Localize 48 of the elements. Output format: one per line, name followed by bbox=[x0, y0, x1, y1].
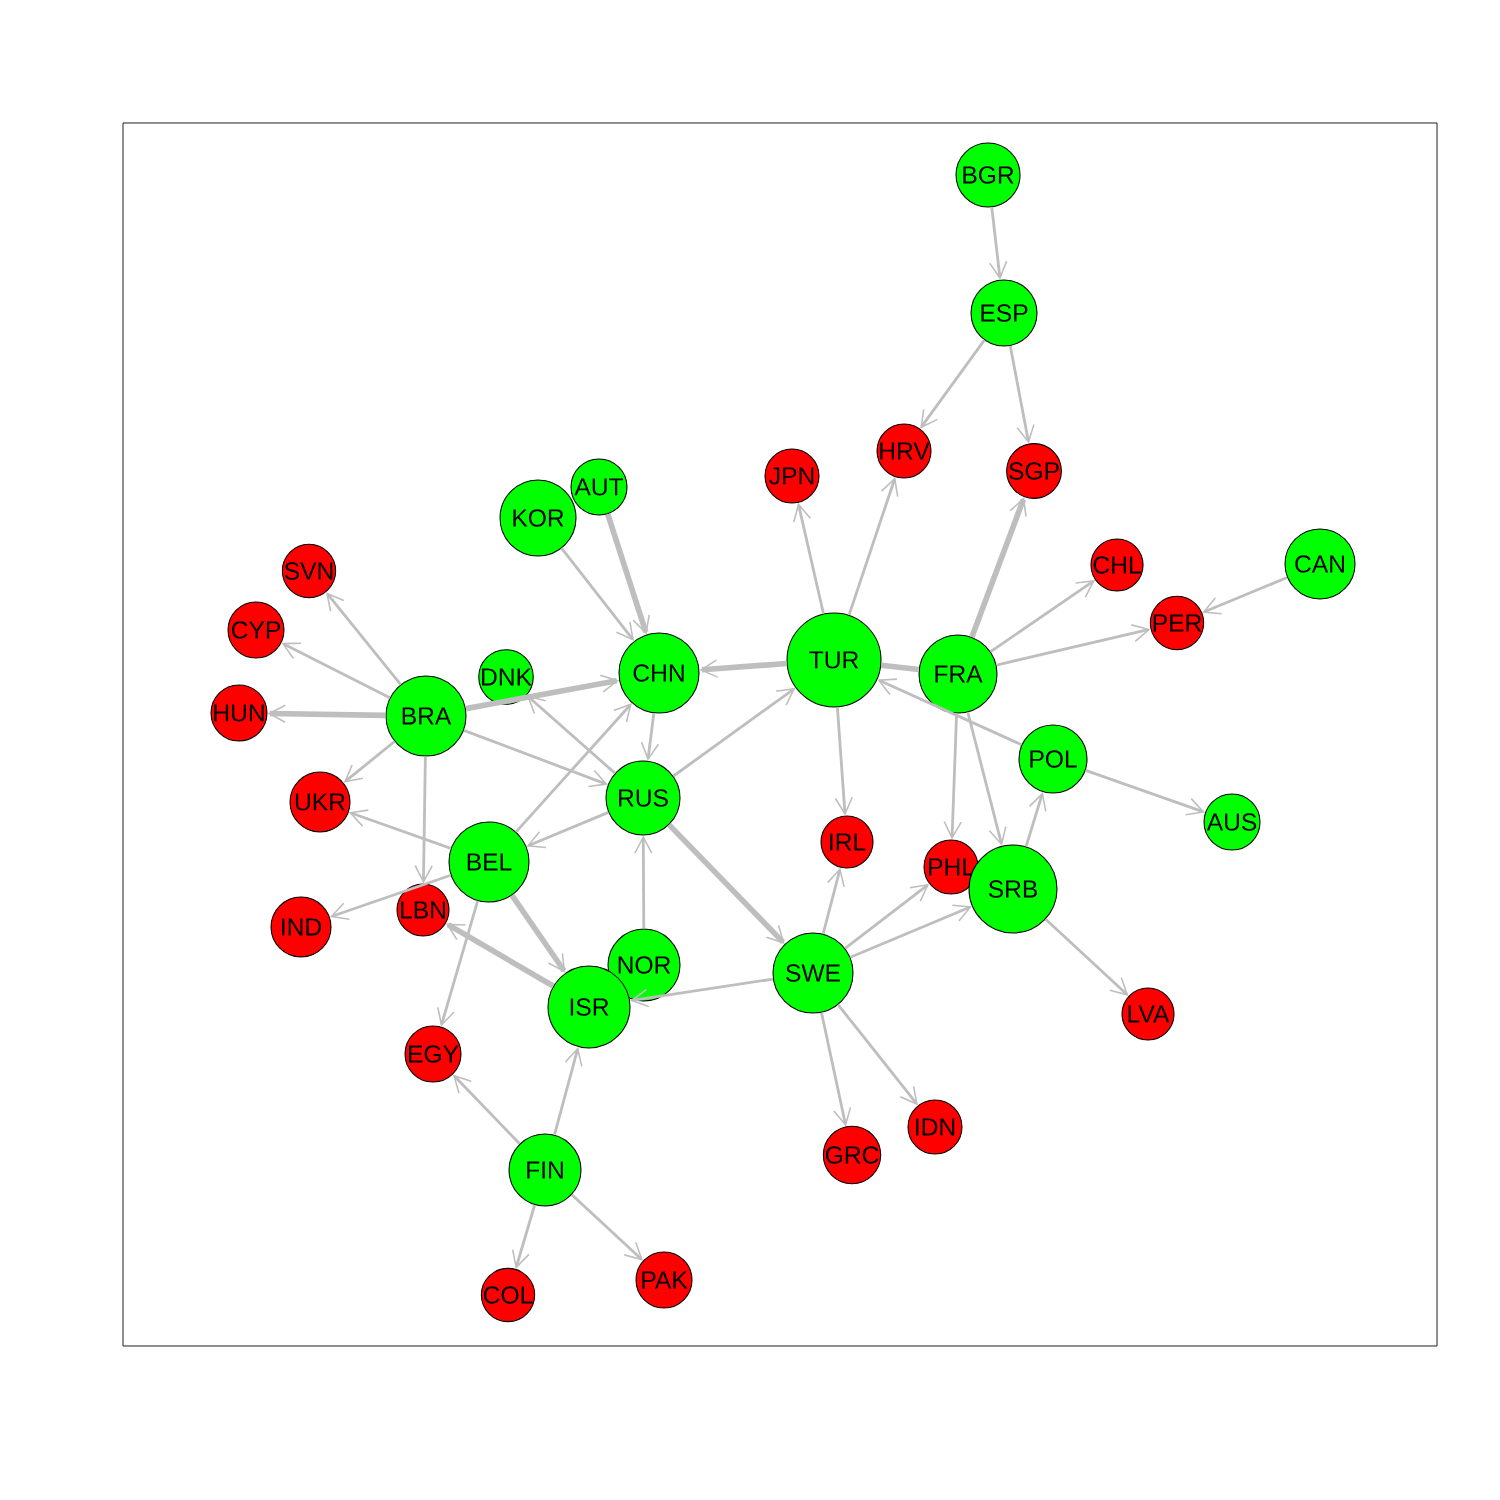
arrow bbox=[630, 977, 774, 1008]
arrow bbox=[605, 513, 650, 635]
arrow bbox=[996, 624, 1151, 667]
arrow bbox=[793, 502, 825, 614]
arrow bbox=[560, 547, 635, 642]
arrow bbox=[465, 674, 620, 712]
arrow bbox=[667, 822, 786, 945]
arrow bbox=[877, 678, 1023, 747]
arrow bbox=[820, 1012, 852, 1127]
arrow bbox=[515, 703, 632, 833]
arrow bbox=[570, 1193, 644, 1261]
arrow bbox=[699, 659, 787, 678]
arrow bbox=[672, 687, 796, 778]
arrow bbox=[281, 642, 391, 699]
arrow bbox=[463, 729, 608, 788]
arrow bbox=[348, 809, 452, 850]
arrow bbox=[437, 900, 479, 1027]
arrow bbox=[267, 704, 386, 723]
arrow bbox=[847, 477, 899, 616]
arrow bbox=[988, 207, 1008, 280]
arrow bbox=[834, 707, 854, 816]
arrow bbox=[849, 904, 972, 959]
arrow bbox=[329, 873, 452, 921]
arrow bbox=[414, 756, 433, 884]
arrow bbox=[343, 740, 396, 783]
arrow bbox=[526, 695, 616, 775]
arrow bbox=[943, 713, 962, 840]
arrow bbox=[526, 811, 609, 849]
arrow bbox=[1202, 576, 1288, 615]
arrow bbox=[1085, 769, 1206, 816]
arrow bbox=[920, 339, 986, 429]
arrow bbox=[511, 1204, 536, 1269]
arrow bbox=[326, 592, 402, 686]
arrow bbox=[989, 580, 1096, 653]
arrow bbox=[509, 893, 567, 973]
arrow bbox=[553, 1047, 583, 1136]
arrow bbox=[837, 1003, 918, 1106]
arrow bbox=[966, 711, 1007, 846]
arrow bbox=[1024, 791, 1047, 847]
arrow bbox=[445, 922, 555, 989]
arrow bbox=[634, 835, 653, 929]
arrow bbox=[821, 867, 845, 935]
arrow bbox=[640, 713, 660, 761]
arrow bbox=[1044, 918, 1129, 996]
arrow bbox=[969, 497, 1027, 638]
arrow bbox=[844, 883, 930, 950]
arrow bbox=[452, 1074, 521, 1145]
arrow bbox=[1008, 345, 1035, 444]
